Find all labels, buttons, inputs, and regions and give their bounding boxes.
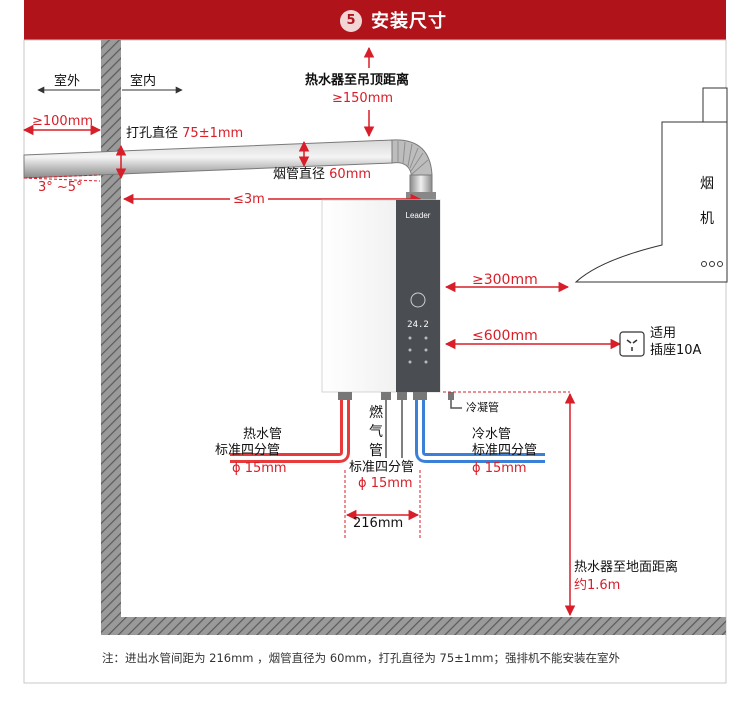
floor: [121, 617, 726, 635]
hole-diameter-row: 打孔直径 75±1mm: [126, 126, 243, 142]
page-title: 安装尺寸: [371, 11, 447, 32]
condensate-pipe: [450, 400, 462, 409]
hole-diameter-label: 打孔直径: [126, 126, 179, 141]
heater-display: 24.2: [407, 320, 429, 330]
heater-control-panel: [396, 200, 440, 392]
step-number-badge: 5: [340, 10, 362, 32]
hot-pipe-diameter: ϕ 15mm: [232, 461, 287, 476]
gas-pipe-standard: 标准四分管: [349, 460, 415, 475]
flue-diameter-value: 60mm: [329, 167, 372, 182]
cold-pipe-standard: 标准四分管: [472, 443, 538, 458]
cold-water-pipe-inner: [418, 400, 545, 460]
socket-label-line1: 适用: [650, 326, 677, 341]
cold-pipe-title: 冷水管: [472, 427, 512, 442]
indoor-label: 室内: [130, 74, 157, 89]
socket-icon: [619, 331, 645, 357]
gas-pipe-label: 燃气管: [369, 405, 383, 459]
socket-distance-value: ≤600mm: [472, 328, 538, 344]
hood-clearance-value: ≥300mm: [472, 272, 538, 288]
outdoor-label: 室外: [54, 74, 81, 89]
flue-diameter-label: 烟管直径: [273, 167, 326, 182]
slope-line-2: [23, 177, 101, 182]
slope-line-1: [23, 174, 101, 179]
gas-pipe-diameter: ϕ 15mm: [358, 476, 413, 491]
flue-length-value: ≤3m: [230, 192, 268, 208]
socket-label-line2: 插座10A: [650, 343, 702, 358]
cold-pipe-diameter: ϕ 15mm: [472, 461, 527, 476]
heater-knob-icon: [410, 292, 426, 308]
gas-pipe: [385, 400, 403, 458]
floor-distance-label: 热水器至地面距离: [574, 560, 679, 575]
frame-border: [23, 39, 727, 684]
hole-diameter-value: 75±1mm: [182, 126, 244, 141]
floor-distance-value: 约1.6m: [574, 578, 621, 593]
hot-pipe-title: 热水管: [243, 427, 283, 442]
ceiling-distance-value: ≥150mm: [332, 91, 394, 106]
flue-elbow-ribs: [397, 141, 429, 175]
header-bar: 5 安装尺寸: [24, 0, 726, 40]
ceiling-distance-label: 热水器至吊顶距离: [305, 73, 410, 88]
hot-water-pipe-inner: [230, 400, 347, 460]
wall-extension-value: ≥100mm: [32, 114, 94, 129]
footnote: 注：进出水管间距为 216mm ，烟管直径为 60mm，打孔直径为 75±1mm…: [102, 651, 621, 665]
condensate-pipe-label: 冷凝管: [466, 401, 499, 414]
heater-buttons: [408, 336, 428, 364]
heater-brand: Leader: [406, 211, 431, 220]
slope-value: 3° ~5°: [38, 180, 83, 195]
heater-connectors: [338, 392, 454, 400]
flue-diameter-row: 烟管直径 60mm: [273, 167, 371, 183]
wall: [101, 40, 121, 635]
range-hood-label: 烟机: [700, 176, 714, 227]
pipe-spacing-value: 216mm: [353, 516, 404, 531]
range-hood-icon: [574, 87, 728, 283]
hot-pipe-standard: 标准四分管: [215, 443, 281, 458]
